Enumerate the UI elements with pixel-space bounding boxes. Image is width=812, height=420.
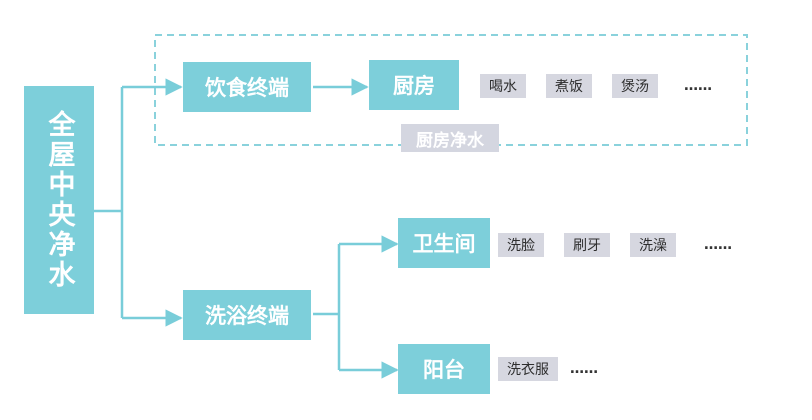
bathroom-more-ellipsis: …… <box>704 237 732 253</box>
kitchen-more-ellipsis: …… <box>684 78 712 94</box>
bathroom-node: 卫生间 <box>398 218 490 268</box>
use-tag-shower: 洗澡 <box>630 233 676 257</box>
diet-terminal-node: 饮食终端 <box>183 62 311 112</box>
use-tag-make-soup: 煲汤 <box>612 74 658 98</box>
use-tag-laundry: 洗衣服 <box>498 357 558 381</box>
use-tag-wash-face: 洗脸 <box>498 233 544 257</box>
kitchen-zone-label: 厨房净水 <box>401 124 499 152</box>
bath-terminal-node: 洗浴终端 <box>183 290 311 340</box>
use-tag-drink-water: 喝水 <box>480 74 526 98</box>
balcony-node: 阳台 <box>398 344 490 394</box>
use-tag-cook-rice: 煮饭 <box>546 74 592 98</box>
balcony-more-ellipsis: …… <box>570 361 598 377</box>
kitchen-node: 厨房 <box>369 60 459 110</box>
root-node: 全屋中央净水 <box>24 86 94 314</box>
use-tag-brush-teeth: 刷牙 <box>564 233 610 257</box>
